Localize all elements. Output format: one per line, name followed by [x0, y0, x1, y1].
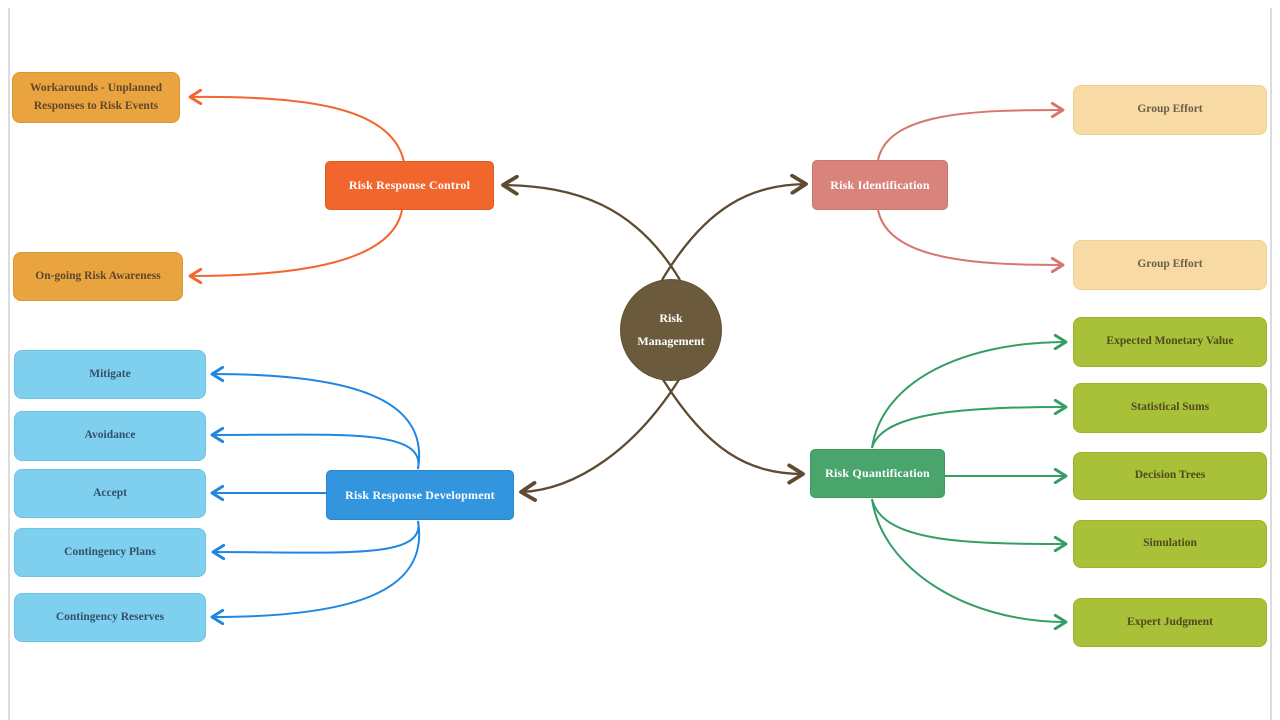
connector-rrd-to-avoidance [212, 435, 420, 470]
child-node-mitigate[interactable]: Mitigate [14, 350, 206, 399]
child-node-statistical-sums[interactable]: Statistical Sums [1073, 383, 1267, 433]
child-label: Decision Trees [1134, 469, 1206, 482]
child-label: Statistical Sums [1130, 401, 1210, 414]
connector-rq-to-simulation [871, 498, 1066, 544]
connector-rrc-to-workarounds [190, 97, 405, 163]
child-node-contingency-plans[interactable]: Contingency Plans [14, 528, 206, 577]
connector-center-to-risk-quantification [661, 377, 803, 474]
branch-label: Risk Response Development [345, 487, 495, 502]
child-label: Expected Monetary Value [1106, 335, 1234, 348]
child-label: Expert Judgment [1127, 615, 1213, 628]
child-label: Contingency Plans [64, 545, 156, 558]
child-node-expected-monetary-value[interactable]: Expected Monetary Value [1073, 317, 1267, 367]
connector-rrc-to-ongoing-awareness [190, 209, 403, 276]
connector-ri-to-group-effort-2 [877, 209, 1063, 265]
branch-node-risk-response-control[interactable]: Risk Response Control [325, 161, 494, 210]
child-node-group-effort-1[interactable]: Group Effort [1073, 85, 1267, 135]
child-label: Contingency Reserves [55, 610, 165, 623]
connector-rq-to-expert-judgment [871, 498, 1066, 622]
connector-rq-to-expected-monetary-value [871, 342, 1066, 449]
child-label: Workarounds - Unplanned Responses to Ris… [29, 82, 163, 112]
connector-ri-to-group-effort-1 [877, 110, 1063, 161]
child-node-accept[interactable]: Accept [14, 469, 206, 518]
child-node-workarounds[interactable]: Workarounds - Unplanned Responses to Ris… [12, 72, 180, 123]
child-node-contingency-reserves[interactable]: Contingency Reserves [14, 593, 206, 642]
connector-rrd-to-mitigate [212, 374, 421, 470]
connector-rq-to-statistical-sums [871, 407, 1066, 449]
canvas-edge-left [8, 8, 10, 720]
child-node-avoidance[interactable]: Avoidance [14, 411, 206, 461]
child-node-simulation[interactable]: Simulation [1073, 520, 1267, 568]
center-node-risk-management[interactable]: Risk Management [620, 279, 722, 381]
connector-rrd-to-contingency-reserves [212, 520, 421, 617]
child-label: Mitigate [89, 367, 131, 380]
branch-node-risk-quantification[interactable]: Risk Quantification [810, 449, 945, 498]
child-label: On-going Risk Awareness [35, 269, 161, 282]
connector-center-to-risk-response-control [503, 185, 681, 281]
connector-center-to-risk-identification [661, 184, 806, 281]
connector-rrd-to-contingency-plans [213, 520, 420, 553]
child-label: Avoidance [84, 429, 136, 442]
child-label: Group Effort [1137, 258, 1203, 271]
child-label: Simulation [1143, 537, 1197, 550]
branch-node-risk-response-development[interactable]: Risk Response Development [326, 470, 514, 520]
branch-node-risk-identification[interactable]: Risk Identification [812, 160, 948, 210]
child-node-group-effort-2[interactable]: Group Effort [1073, 240, 1267, 290]
child-node-ongoing-risk-awareness[interactable]: On-going Risk Awareness [13, 252, 183, 301]
child-node-decision-trees[interactable]: Decision Trees [1073, 452, 1267, 500]
canvas-edge-right [1270, 8, 1272, 720]
child-node-expert-judgment[interactable]: Expert Judgment [1073, 598, 1267, 647]
connector-center-to-risk-response-development [521, 377, 681, 492]
branch-label: Risk Identification [830, 177, 930, 192]
child-label: Group Effort [1137, 103, 1203, 116]
child-label: Accept [93, 486, 127, 499]
center-node-label: Risk Management [637, 311, 705, 348]
branch-label: Risk Response Control [348, 178, 471, 192]
branch-label: Risk Quantification [825, 466, 930, 480]
